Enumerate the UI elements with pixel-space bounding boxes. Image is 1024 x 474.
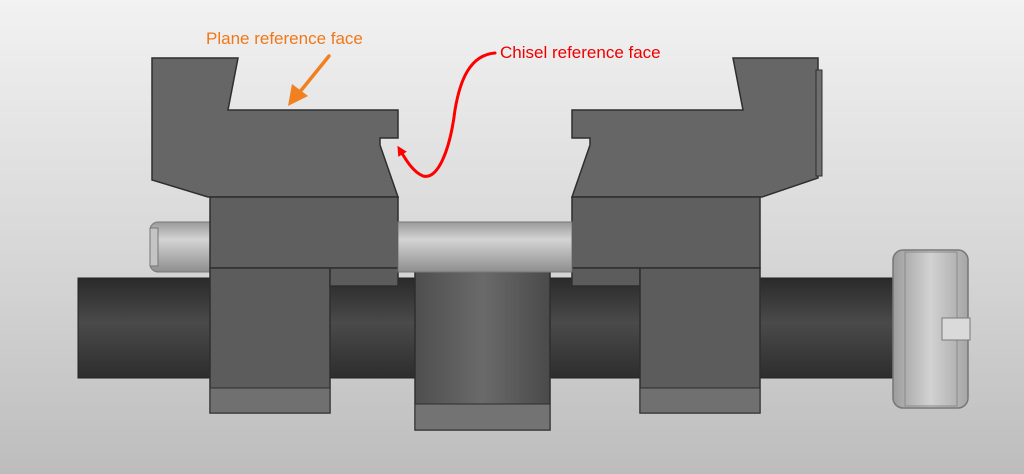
- left-jaw-lower: [209, 196, 399, 269]
- guide-rod-end: [149, 227, 159, 267]
- thumb-knob-slot: [941, 317, 971, 341]
- chisel-reference-arrow-icon: [397, 51, 497, 178]
- roller-edge: [414, 403, 551, 431]
- chisel-reference-face-label: Chisel reference face: [500, 43, 661, 62]
- left-jaw-foot-step: [329, 267, 399, 287]
- right-jaw-knurl: [815, 69, 823, 177]
- guide-rod-gap: [397, 221, 573, 273]
- right-jaw-lower: [571, 196, 761, 269]
- left-jaw-top: [151, 57, 400, 198]
- left-jaw-foot-edge: [209, 387, 331, 414]
- right-jaw-top: [570, 57, 819, 198]
- right-jaw-foot-step: [571, 267, 641, 287]
- right-jaw-foot-edge: [639, 387, 761, 414]
- plane-reference-arrow-icon: [288, 54, 331, 106]
- plane-reference-face-label: Plane reference face: [206, 29, 363, 48]
